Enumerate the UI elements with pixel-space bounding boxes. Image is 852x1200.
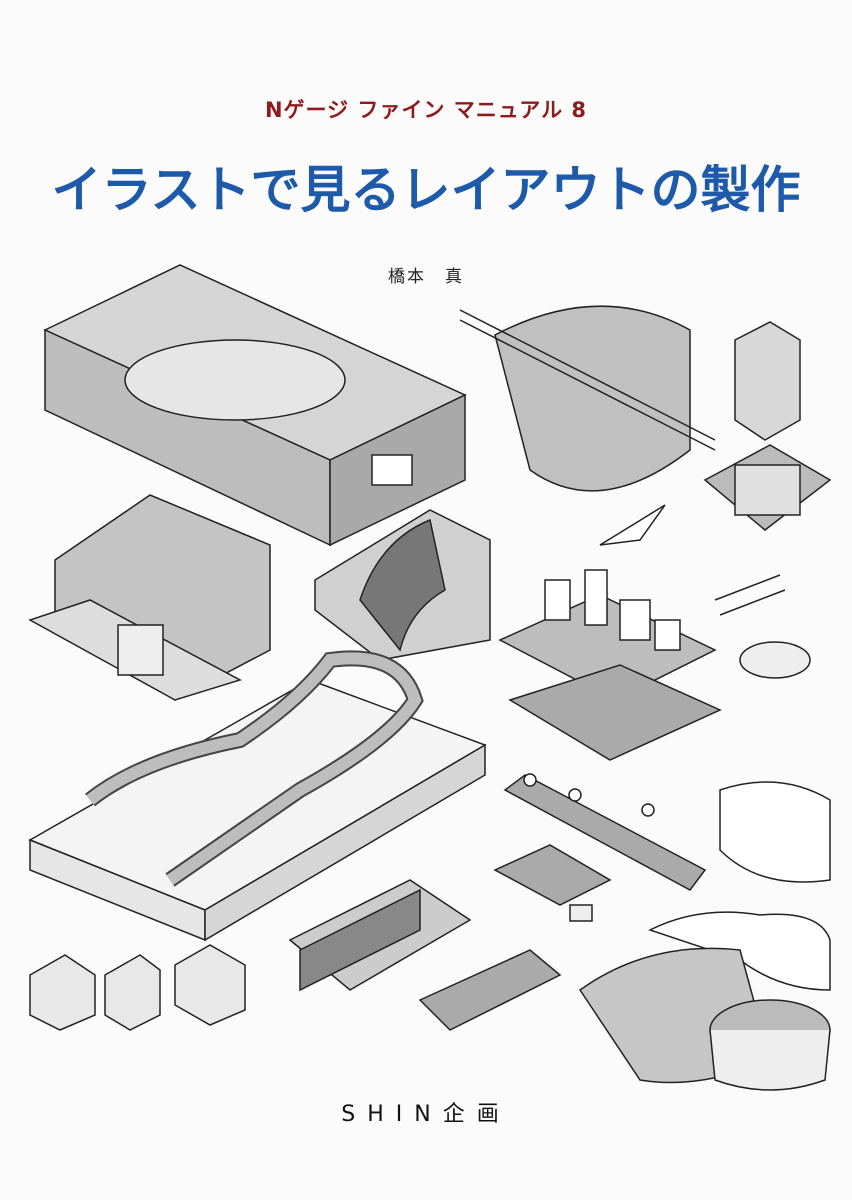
point-motor-illustration bbox=[714, 574, 811, 679]
author-name: 橋本 真 bbox=[388, 267, 464, 287]
flex-track-illustration bbox=[503, 773, 707, 891]
brick-blocks-illustration bbox=[29, 944, 246, 1031]
mountain-section-illustration bbox=[459, 305, 716, 546]
series-title: Nゲージ ファイン マニュアル 8 bbox=[264, 98, 588, 122]
track-joint-illustration bbox=[418, 949, 562, 1031]
tunnel-portal-illustration bbox=[314, 509, 491, 661]
town-board-illustration bbox=[498, 569, 722, 761]
feeder-illustration bbox=[493, 844, 612, 922]
publisher-name: SHIN企画 bbox=[341, 1102, 511, 1127]
board-joint-illustration bbox=[288, 879, 472, 992]
layout-box-illustration bbox=[43, 264, 467, 547]
bridge-pillar-illustration bbox=[703, 321, 832, 531]
terrain-illustration bbox=[28, 494, 271, 701]
benchwork-illustration bbox=[28, 650, 487, 942]
plaster-bowl-illustration bbox=[578, 947, 831, 1091]
book-title: イラストで見るレイアウトの製作 bbox=[51, 161, 801, 219]
